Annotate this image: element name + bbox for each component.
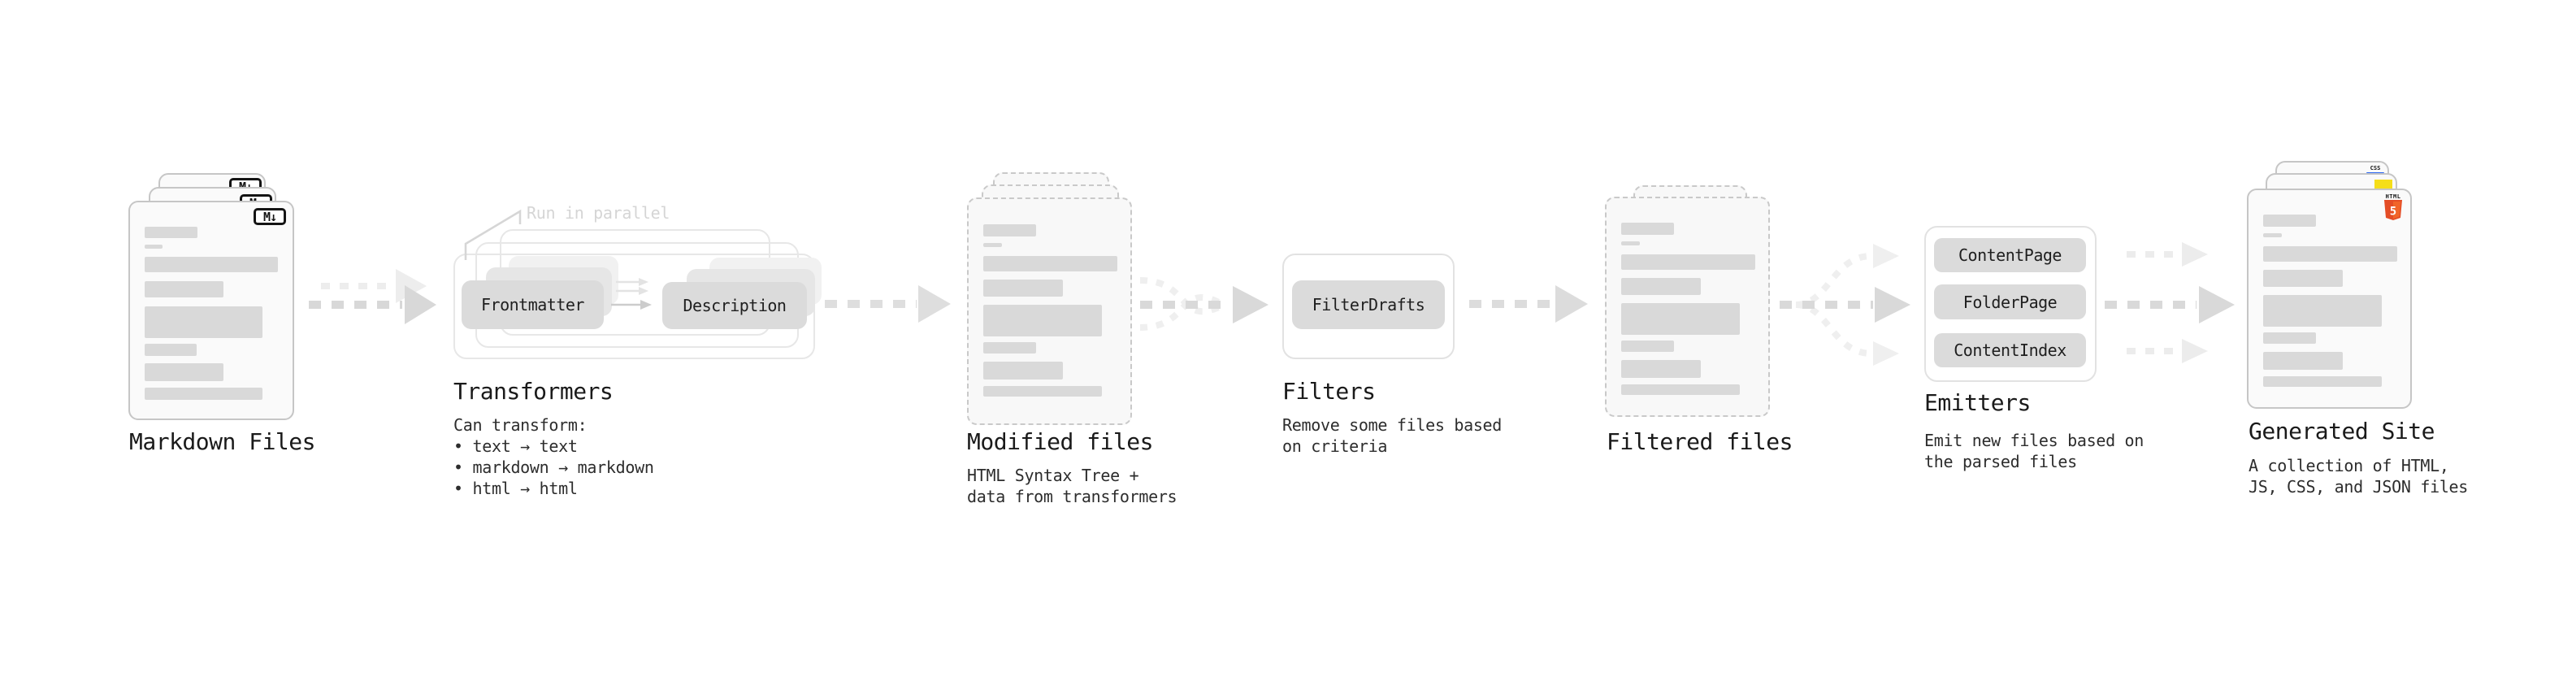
stage-label-generated-site: Generated Site bbox=[2249, 418, 2435, 445]
placeholder-line bbox=[145, 306, 262, 338]
doc-card-front bbox=[967, 197, 1132, 425]
stage-desc-emitters: Emit new files based on the parsed files bbox=[1924, 431, 2144, 471]
doc-card-front bbox=[1605, 197, 1770, 417]
stage-label-markdown-files: Markdown Files bbox=[129, 428, 316, 455]
placeholder-line bbox=[983, 362, 1063, 380]
pill-contentpage: ContentPage bbox=[1934, 238, 2086, 272]
stage-desc-filters: Remove some files based on criteria bbox=[1282, 415, 1503, 456]
stage-label-transformers: Transformers bbox=[453, 378, 614, 405]
placeholder-line bbox=[983, 243, 1002, 247]
stage-label-emitters: Emitters bbox=[1924, 389, 2031, 416]
placeholder-line bbox=[2263, 352, 2343, 370]
stage-desc-transformers: Can transform: • text → text • markdown … bbox=[453, 415, 654, 498]
placeholder-line bbox=[145, 388, 262, 400]
placeholder-line bbox=[983, 342, 1036, 354]
placeholder-line bbox=[2263, 270, 2343, 287]
doc-card-front: HTML 5 bbox=[2247, 189, 2412, 409]
pill-filterdrafts: FilterDrafts bbox=[1292, 280, 1445, 329]
html5-badge-word: HTML bbox=[2385, 193, 2401, 200]
html5-badge: HTML 5 bbox=[2383, 193, 2403, 223]
placeholder-line bbox=[1621, 360, 1701, 378]
run-in-parallel-note: Run in parallel bbox=[527, 203, 670, 223]
placeholder-line bbox=[1621, 254, 1755, 270]
placeholder-line bbox=[145, 281, 223, 297]
flow-arrow-markdown-to-transformers bbox=[309, 269, 436, 324]
stage-label-filters: Filters bbox=[1282, 378, 1376, 405]
filters-frame bbox=[1282, 254, 1455, 359]
placeholder-line bbox=[2263, 295, 2382, 327]
stage-desc-generated-site: A collection of HTML, JS, CSS, and JSON … bbox=[2249, 456, 2469, 497]
placeholder-line bbox=[145, 363, 223, 381]
placeholder-line bbox=[2263, 246, 2397, 262]
placeholder-line bbox=[983, 256, 1117, 271]
pill-folderpage: FolderPage bbox=[1934, 284, 2086, 319]
placeholder-line bbox=[145, 344, 197, 356]
placeholder-line bbox=[145, 227, 197, 238]
stage-label-filtered-files: Filtered files bbox=[1607, 428, 1793, 455]
placeholder-line bbox=[2263, 233, 2282, 237]
placeholder-line bbox=[1621, 340, 1674, 352]
html5-shield-icon: 5 bbox=[2384, 200, 2402, 220]
placeholder-line bbox=[145, 257, 278, 272]
placeholder-line bbox=[983, 305, 1102, 336]
emitters-frame bbox=[1924, 226, 2097, 382]
placeholder-line bbox=[1621, 303, 1740, 335]
placeholder-line bbox=[2263, 215, 2316, 227]
flow-arrow-modified-to-filters bbox=[1139, 277, 1268, 331]
pill-description: Description bbox=[662, 282, 807, 329]
placeholder-line bbox=[1621, 278, 1701, 295]
pill-contentindex: ContentIndex bbox=[1934, 333, 2086, 367]
stage-label-modified-files: Modified files bbox=[967, 428, 1154, 455]
note-leader-line bbox=[464, 209, 522, 260]
pill-frontmatter: Frontmatter bbox=[462, 280, 604, 329]
doc-card-front: M↓ bbox=[128, 201, 294, 420]
markdown-badge: M↓ bbox=[254, 208, 286, 225]
placeholder-line bbox=[1621, 384, 1740, 395]
placeholder-line bbox=[145, 245, 163, 249]
placeholder-line bbox=[2263, 332, 2316, 344]
stage-desc-modified-files: HTML Syntax Tree + data from transformer… bbox=[967, 466, 1177, 506]
placeholder-line bbox=[983, 280, 1063, 297]
parallel-arrows-icon bbox=[611, 278, 652, 310]
css-badge-label: CSS bbox=[2370, 165, 2381, 171]
placeholder-line bbox=[983, 386, 1102, 397]
flow-arrow-filtered-to-emitters bbox=[1780, 244, 1910, 366]
placeholder-line bbox=[983, 224, 1036, 236]
flow-arrow-transformers-to-modified bbox=[825, 285, 951, 323]
js-badge bbox=[2374, 180, 2392, 191]
flow-arrow-filters-to-filtered bbox=[1469, 285, 1588, 323]
html5-badge-number: 5 bbox=[2390, 206, 2396, 219]
placeholder-line bbox=[1621, 241, 1640, 245]
placeholder-line bbox=[1621, 223, 1674, 235]
placeholder-line bbox=[2263, 376, 2382, 387]
flow-arrow-emitters-to-generated bbox=[2105, 242, 2235, 363]
